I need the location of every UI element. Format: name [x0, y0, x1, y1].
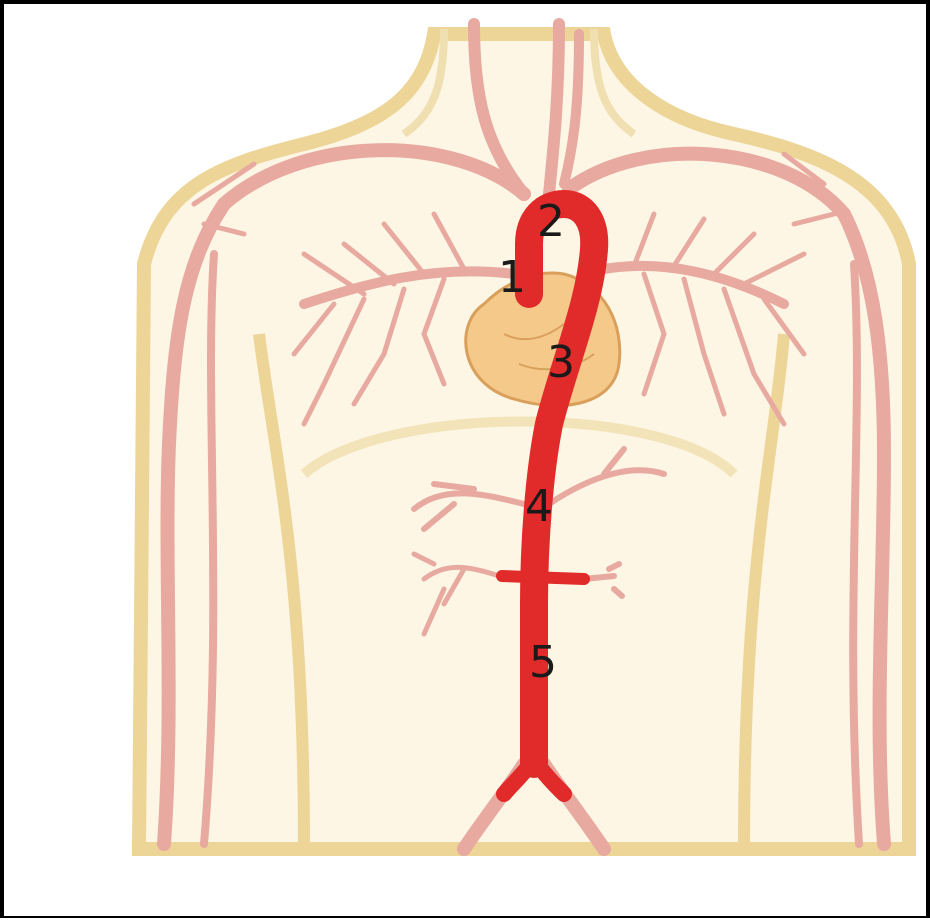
- label-1: 1: [498, 252, 526, 303]
- circulatory-system-diagram: 1 2 3 4 5: [4, 4, 930, 922]
- label-2: 2: [537, 196, 565, 247]
- label-5: 5: [529, 637, 557, 688]
- label-3: 3: [547, 337, 575, 388]
- label-4: 4: [525, 481, 553, 532]
- renal-arteries: [502, 576, 584, 579]
